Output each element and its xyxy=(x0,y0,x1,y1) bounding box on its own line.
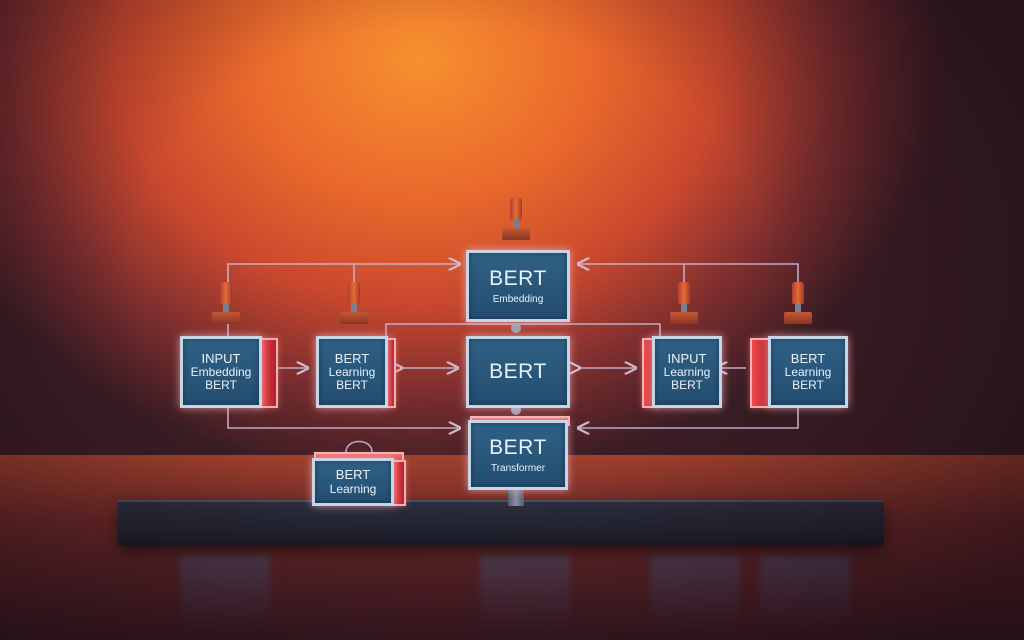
node-line: Learning xyxy=(663,364,711,379)
node-line: Learning xyxy=(328,364,376,379)
node-line: Learning xyxy=(329,481,377,496)
node-input-learning-right: INPUT Learning BERT xyxy=(652,336,722,408)
node-title: BERT xyxy=(489,267,547,291)
joint-upper xyxy=(511,323,521,333)
node-bert-learning-far-right: BERT Learning BERT xyxy=(768,336,848,408)
node-line: INPUT xyxy=(201,350,241,366)
node-title: BERT xyxy=(489,360,547,384)
node-line: BERT xyxy=(792,378,824,393)
node-subtitle: Transformer xyxy=(490,462,546,474)
valve-learning-right xyxy=(670,282,698,324)
connector-bottom-right xyxy=(580,404,799,428)
node-line: BERT xyxy=(790,350,826,366)
node-line: Learning xyxy=(784,364,832,379)
node-subtitle: Embedding xyxy=(492,293,544,305)
node-line: INPUT xyxy=(667,350,707,366)
node-bert-center: BERT xyxy=(466,336,570,408)
connector-bottom-left xyxy=(227,404,458,428)
node-line: BERT xyxy=(336,378,368,393)
valve-learning-left xyxy=(340,282,368,324)
connector-mid-upper xyxy=(385,323,661,336)
node-line: BERT xyxy=(671,378,703,393)
node-line: BERT xyxy=(334,350,370,366)
top-valve xyxy=(502,198,530,240)
connector-floor-wire xyxy=(345,440,373,453)
valve-input xyxy=(212,282,240,324)
connector-top-right xyxy=(580,264,799,282)
valve-far-right xyxy=(784,282,812,324)
node-bert-transformer: BERT Transformer xyxy=(468,420,568,490)
node-bert-embedding: BERT Embedding xyxy=(466,250,570,322)
node-bert-learning-left: BERT Learning BERT xyxy=(316,336,388,408)
node-line: Embedding xyxy=(190,364,252,379)
node-title: BERT xyxy=(489,436,547,460)
node-line: BERT xyxy=(335,467,371,483)
node-input-embedding: INPUT Embedding BERT xyxy=(180,336,262,408)
node-bert-learning-floor: BERT Learning xyxy=(312,458,394,506)
node-line: BERT xyxy=(205,378,237,393)
